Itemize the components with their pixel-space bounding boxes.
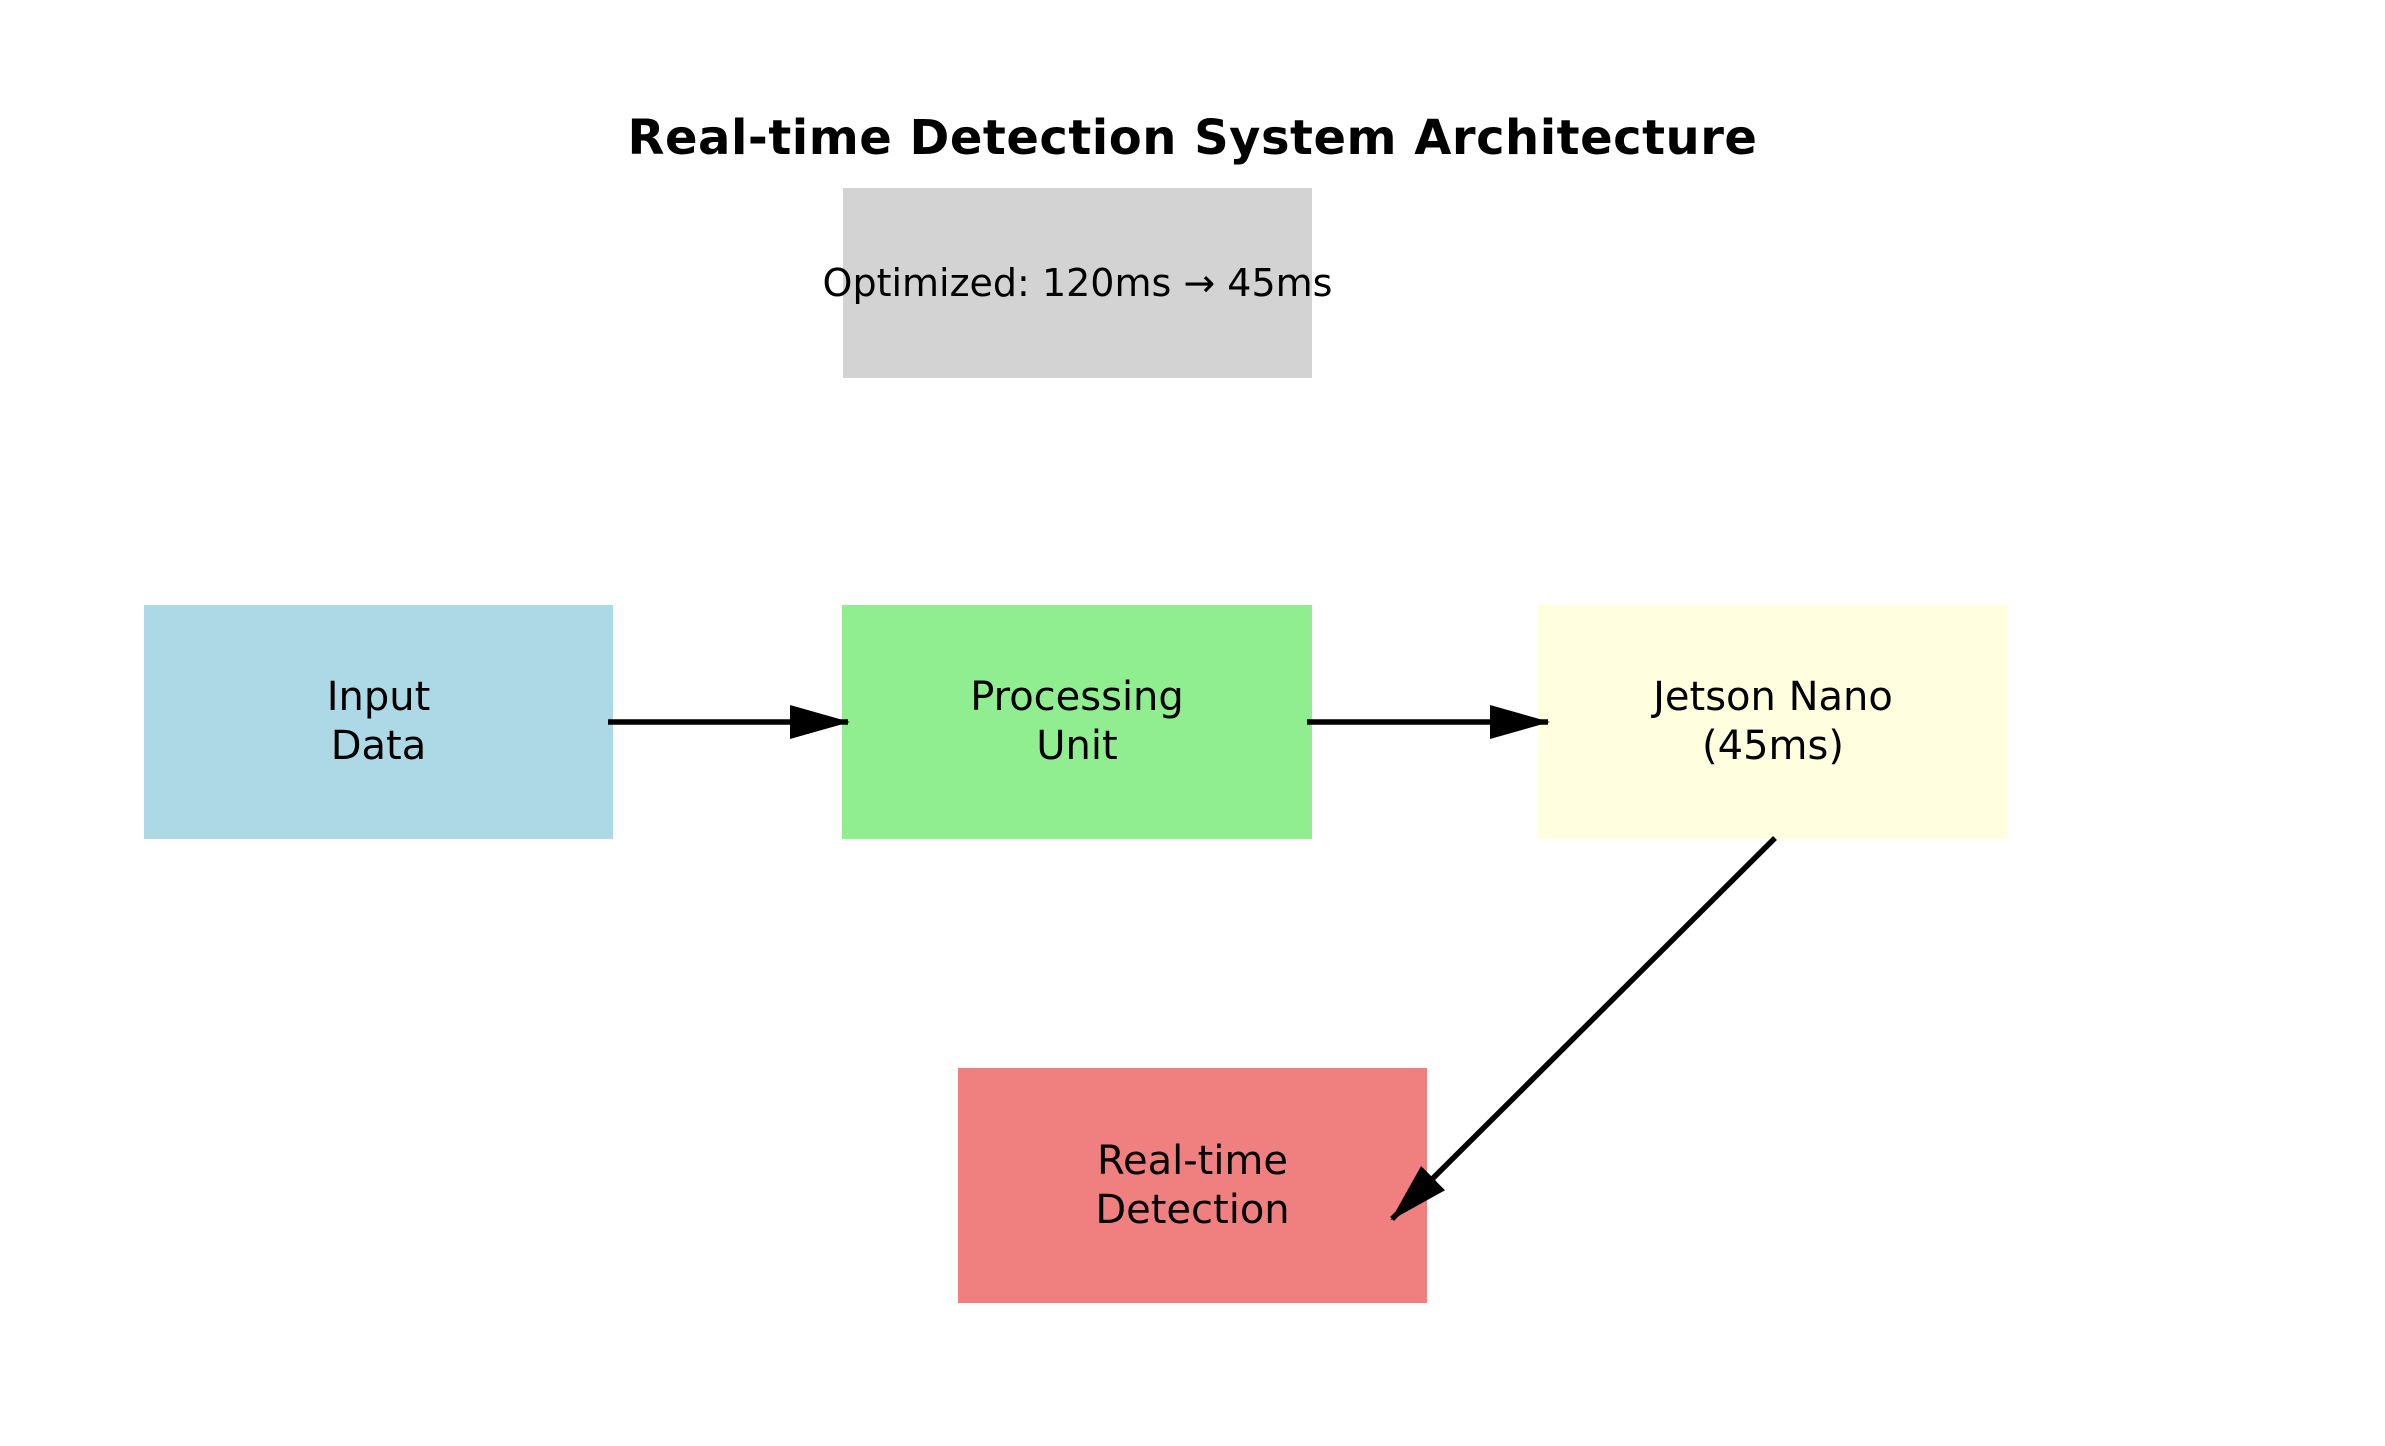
node-processing-unit: Processing Unit (842, 605, 1312, 839)
node-jetson-nano: Jetson Nano (45ms) (1538, 605, 2008, 839)
annotation-text: Optimized: 120ms → 45ms (822, 260, 1333, 305)
page-title: Real-time Detection System Architecture (627, 110, 1758, 166)
edge-jetson-to-detection (1390, 836, 1777, 1221)
node-label: Data (330, 723, 427, 769)
node-label: (45ms) (1702, 723, 1844, 769)
node-label: Detection (1095, 1186, 1290, 1233)
node-realtime-detection: Real-time Detection (958, 1068, 1427, 1303)
node-label: Input (326, 674, 431, 721)
node-label: Unit (1036, 723, 1118, 769)
node-label: Jetson Nano (1653, 674, 1893, 721)
annotation-box: Optimized: 120ms → 45ms (823, 188, 1332, 378)
node-label: Processing (970, 674, 1184, 721)
node-input-data: Input Data (144, 605, 613, 839)
node-label: Real-time (1096, 1137, 1289, 1184)
